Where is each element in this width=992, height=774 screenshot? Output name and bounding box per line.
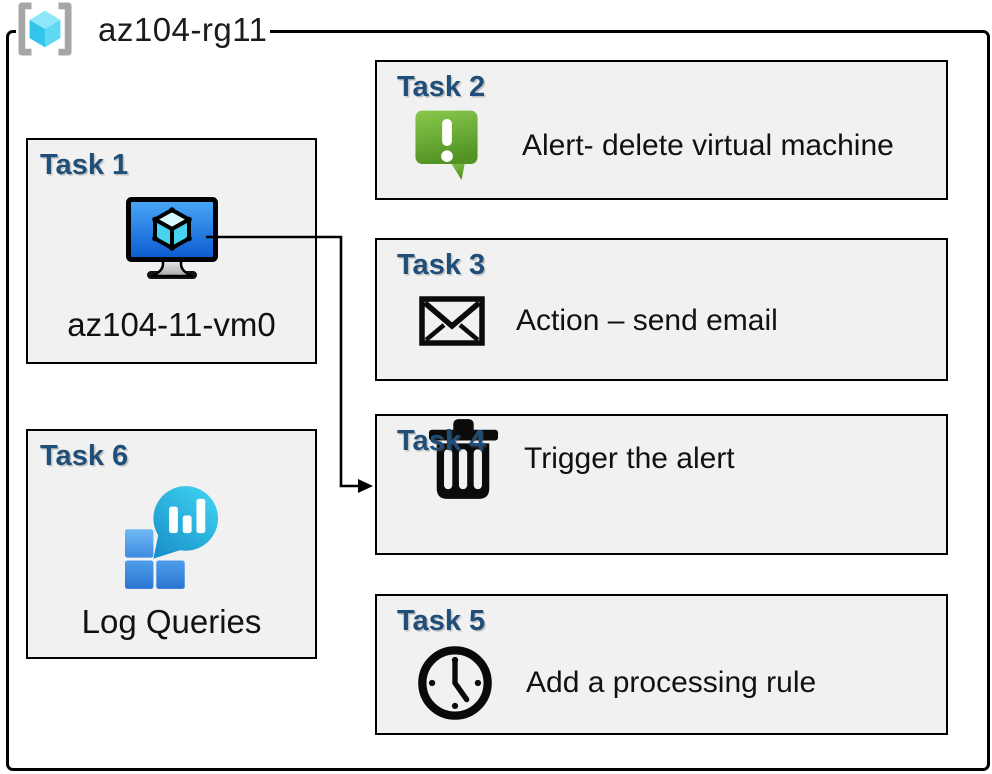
task3-label: Action – send email: [516, 304, 778, 337]
task4-heading: Task 4: [397, 425, 486, 457]
task5-label: Add a processing rule: [526, 666, 817, 699]
task1-label: az104-11-vm0: [67, 306, 276, 343]
task4-label: Trigger the alert: [524, 442, 735, 475]
task5-box: Task 5 Add a processing rule: [375, 594, 948, 735]
task2-label: Alert- delete virtual machine: [522, 129, 894, 162]
virtual-machine-icon: [125, 197, 218, 279]
resource-group-frame: [6, 30, 990, 771]
task2-box: Task 2 Alert- delete virtual machine: [375, 60, 948, 200]
task3-heading: Task 3: [397, 249, 486, 281]
alert-icon: [414, 109, 480, 183]
log-queries-icon: [124, 486, 218, 589]
task6-heading: Task 6: [40, 440, 129, 472]
task3-box: Task 3 Action – send email: [375, 238, 948, 381]
task5-heading: Task 5: [397, 605, 486, 637]
task6-box: Task 6: [26, 429, 317, 659]
trash-icon: [427, 417, 499, 501]
task6-label: Log Queries: [81, 603, 262, 640]
frame-gap-mask: [16, 24, 270, 38]
email-icon: [419, 296, 485, 346]
task4-box: Trigger the alert Task 4: [375, 414, 948, 555]
task1-box: Task 1: [26, 138, 317, 364]
clock-icon: [416, 644, 494, 722]
task1-heading: Task 1: [40, 149, 129, 181]
task2-heading: Task 2: [397, 71, 486, 103]
resource-group-title: az104-rg11: [98, 11, 268, 48]
resource-group-icon: [18, 2, 72, 56]
